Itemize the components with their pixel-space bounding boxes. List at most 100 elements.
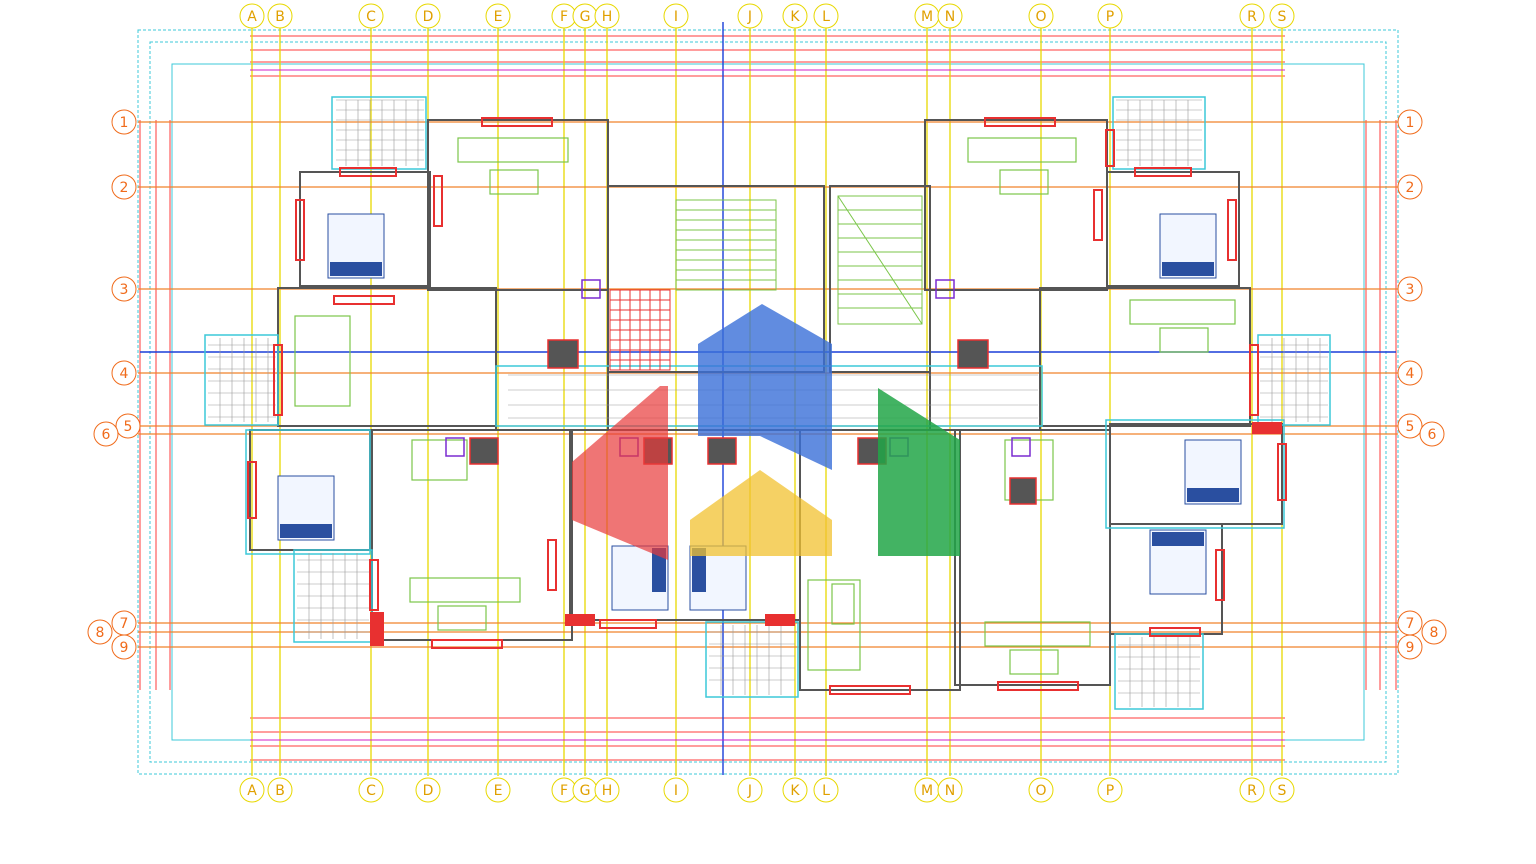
row-bubble-right-5-label: 5	[1406, 419, 1415, 435]
column-bubble-bottom-L: L	[813, 777, 839, 803]
row-bubble-right-2-label: 2	[1406, 180, 1415, 196]
row-bubble-left-8-label: 8	[96, 625, 105, 641]
column-bubble-top-E-label: E	[494, 9, 503, 25]
column-bubble-top-F-label: F	[560, 9, 568, 25]
row-bubble-left-7-label: 7	[120, 616, 129, 632]
row-bubble-right-5: 5	[1397, 413, 1423, 439]
column-bubble-bottom-F: F	[551, 777, 577, 803]
column-bubble-bottom-N: N	[937, 777, 963, 803]
column-bubble-top-M: M	[914, 3, 940, 29]
column-bubble-bottom-H-label: H	[602, 783, 613, 799]
column-bubble-bottom-E: E	[485, 777, 511, 803]
column-bubble-top-K: K	[782, 3, 808, 29]
column-bubble-bottom-J-label: J	[747, 783, 752, 799]
column-bubble-bottom-B-label: B	[275, 783, 285, 799]
column-bubble-bottom-O: O	[1028, 777, 1054, 803]
column-bubble-bottom-S: S	[1269, 777, 1295, 803]
row-bubble-right-3: 3	[1397, 276, 1423, 302]
column-bubble-bottom-R: R	[1239, 777, 1265, 803]
row-bubble-left-2: 2	[111, 174, 137, 200]
column-bubble-bottom-C: C	[358, 777, 384, 803]
column-bubble-bottom-K-label: K	[790, 783, 800, 799]
column-bubble-bottom-P: P	[1097, 777, 1123, 803]
row-bubble-left-9: 9	[111, 634, 137, 660]
column-bubble-bottom-A-label: A	[247, 783, 257, 799]
row-bubble-left-6-label: 6	[102, 427, 111, 443]
elevator-shaft	[609, 289, 671, 371]
row-bubbles-left: 1 2 3 4 56 789	[87, 109, 141, 660]
column-bubble-top-O-label: O	[1035, 9, 1046, 25]
column-bubble-bottom-C-label: C	[366, 783, 376, 799]
column-bubble-bottom-P-label: P	[1106, 783, 1114, 799]
column-bubble-bottom-H: H	[594, 777, 620, 803]
dimension-lines	[139, 35, 1397, 761]
magenta-ticks	[250, 69, 1285, 741]
row-bubble-right-6: 6	[1419, 421, 1445, 447]
column-bubble-bottom-G: G	[572, 777, 598, 803]
row-bubble-right-6-label: 6	[1428, 427, 1437, 443]
column-bubble-top-G-label: G	[580, 9, 591, 25]
column-bubble-top-A: A	[239, 3, 265, 29]
staircase	[675, 195, 923, 325]
row-bubble-right-7: 7	[1397, 610, 1423, 636]
column-bubble-top-L: L	[813, 3, 839, 29]
row-bubble-left-3-label: 3	[120, 282, 129, 298]
column-bubble-bottom-E-label: E	[494, 783, 503, 799]
column-bubble-top-B-label: B	[275, 9, 285, 25]
row-bubble-left-4-label: 4	[120, 366, 129, 382]
row-bubble-left-1-label: 1	[120, 115, 129, 131]
column-bubble-top-B: B	[267, 3, 293, 29]
column-bubble-top-P-label: P	[1106, 9, 1114, 25]
column-bubble-bottom-D-label: D	[423, 783, 434, 799]
column-bubble-bottom-D: D	[415, 777, 441, 803]
house-logo	[572, 304, 960, 560]
row-bubble-right-2: 2	[1397, 174, 1423, 200]
column-bubble-top-L-label: L	[822, 9, 830, 25]
column-bubble-top-C: C	[358, 3, 384, 29]
column-bubble-top-G: G	[572, 3, 598, 29]
windows	[247, 117, 1287, 695]
column-bubble-bottom-I-label: I	[674, 783, 678, 799]
column-bubble-bottom-A: A	[239, 777, 265, 803]
column-bubble-top-A-label: A	[247, 9, 257, 25]
column-bubble-top-S: S	[1269, 3, 1295, 29]
column-bubble-top-C-label: C	[366, 9, 376, 25]
column-bubble-bottom-S-label: S	[1278, 783, 1287, 799]
row-bubble-right-4: 4	[1397, 360, 1423, 386]
row-bubble-left-7: 7	[111, 610, 137, 636]
column-bubble-top-J: J	[737, 3, 763, 29]
column-bubble-top-N: N	[937, 3, 963, 29]
column-bubble-top-N-label: N	[945, 9, 955, 25]
bed-covers	[280, 262, 1239, 592]
column-bubble-bottom-B: B	[267, 777, 293, 803]
column-bubble-top-R-label: R	[1247, 9, 1257, 25]
column-bubble-bottom-N-label: N	[945, 783, 955, 799]
row-bubble-left-6: 6	[93, 421, 119, 447]
column-bubble-top-O: O	[1028, 3, 1054, 29]
column-bubble-top-R: R	[1239, 3, 1265, 29]
column-bubble-top-S-label: S	[1278, 9, 1287, 25]
column-bubble-bottom-M: M	[914, 777, 940, 803]
column-bubble-top-F: F	[551, 3, 577, 29]
column-bubble-top-H-label: H	[602, 9, 613, 25]
row-bubble-right-3-label: 3	[1406, 282, 1415, 298]
row-bubble-right-8: 8	[1421, 619, 1447, 645]
column-bubble-bottom-K: K	[782, 777, 808, 803]
column-bubble-bottom-I: I	[663, 777, 689, 803]
column-bubble-bottom-O-label: O	[1035, 783, 1046, 799]
row-bubble-left-2-label: 2	[120, 180, 129, 196]
row-bubble-left-5: 5	[115, 413, 141, 439]
row-bubble-left-1: 1	[111, 109, 137, 135]
column-bubble-bottom-F-label: F	[560, 783, 568, 799]
column-bubble-top-D-label: D	[423, 9, 434, 25]
building-walls	[249, 119, 1283, 691]
column-bubble-top-H: H	[594, 3, 620, 29]
row-bubble-left-5-label: 5	[124, 419, 133, 435]
column-bubble-top-I-label: I	[674, 9, 678, 25]
row-bubble-right-8-label: 8	[1430, 625, 1439, 641]
column-bubble-top-E: E	[485, 3, 511, 29]
